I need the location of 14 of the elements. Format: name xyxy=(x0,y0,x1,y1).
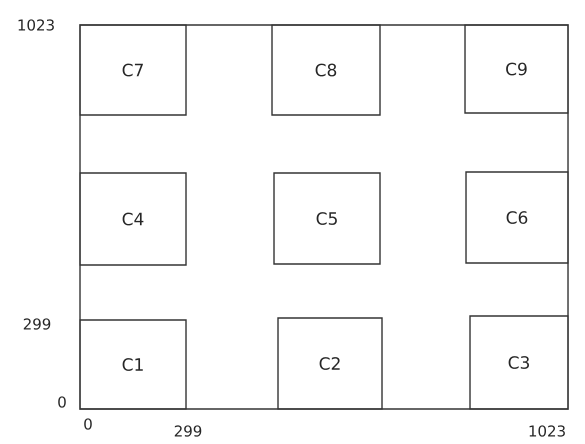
axis-tick-label: 299 xyxy=(174,425,202,437)
cell-box: C2 xyxy=(277,317,383,410)
axis-tick-label: 0 xyxy=(58,396,66,408)
cell-box: C7 xyxy=(79,24,187,116)
cell-box: C9 xyxy=(464,24,569,114)
cell-box: C8 xyxy=(271,24,381,116)
axis-tick-label: 299 xyxy=(24,318,50,330)
axis-tick-label: 1023 xyxy=(18,19,54,31)
cell-box: C6 xyxy=(465,171,569,264)
cell-box: C1 xyxy=(79,319,187,410)
cell-box: C4 xyxy=(79,172,187,266)
cell-box: C3 xyxy=(469,315,569,410)
axis-tick-label: 1023 xyxy=(530,425,565,437)
cell-box: C5 xyxy=(273,172,381,265)
